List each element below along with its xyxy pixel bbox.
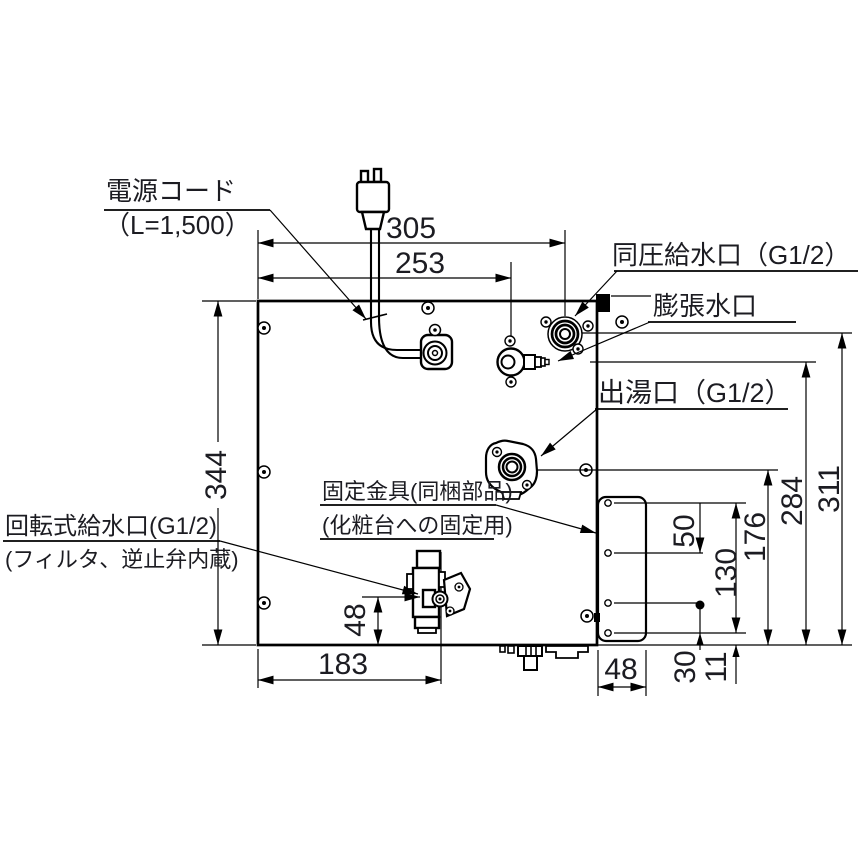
hot-water-outlet-port: [484, 439, 539, 500]
power-cord: [362, 229, 421, 360]
fixing-bracket-text: 固定金具(同梱部品): [322, 479, 513, 504]
dimension-bottom-left: 183 48: [257, 592, 441, 688]
leader-line: [540, 408, 598, 457]
dimension-bracket-holes: 50 130 30 11: [614, 502, 746, 684]
dim-183: 183: [318, 648, 368, 681]
label-hot-water-outlet: 出湯口（G1/2）: [540, 378, 792, 457]
bracket-hole: [604, 599, 612, 607]
screw-icon: [257, 321, 271, 335]
screw-icon: [421, 301, 435, 315]
screw-icon: [615, 315, 629, 329]
label-rotary-inlet: 回転式給水口(G1/2) (フィルタ、逆止弁内蔵): [3, 513, 419, 595]
fixing-bracket-sub-text: (化粧台への固定用): [322, 513, 513, 538]
label-fixing-bracket: 固定金具(同梱部品) (化粧台への固定用): [320, 479, 597, 540]
rotary-inlet-text: 回転式給水口(G1/2): [5, 513, 217, 540]
bracket-hole: [604, 499, 612, 507]
label-expansion-port: 膨張水口: [557, 291, 796, 362]
bracket-hole: [604, 629, 612, 637]
rotary-inlet-sub-text: (フィルタ、逆止弁内蔵): [5, 547, 239, 572]
power-cord-text: 電源コード: [106, 176, 236, 206]
edge-clip: [596, 294, 610, 312]
bracket-hole: [604, 549, 612, 557]
dimension-body-height: 344: [200, 300, 256, 646]
cord-clamp-tick: [362, 313, 388, 321]
dim-50: 50: [668, 514, 701, 547]
expansion-port: [496, 347, 550, 377]
dim-30: 30: [669, 650, 702, 683]
cord-entry-fitting: [419, 323, 454, 371]
dimension-right-heights: 311 284 176: [739, 333, 847, 645]
screw-icon: [454, 582, 464, 592]
screw-icon: [491, 446, 503, 458]
screw-icon: [428, 323, 442, 337]
drain-fittings: [499, 645, 589, 671]
dim-305: 305: [386, 212, 436, 245]
screw-icon: [580, 609, 594, 623]
fixing-bracket: [596, 495, 648, 643]
label-equal-pressure-inlet: 同圧給水口（G1/2）: [574, 240, 858, 317]
dim-344: 344: [200, 450, 233, 500]
dim-48-inlet-height: 48: [339, 603, 372, 636]
dim-311: 311: [813, 465, 846, 513]
leader-line: [269, 209, 367, 320]
right-reference-lines: [537, 332, 852, 646]
screw-icon: [257, 596, 271, 610]
edge-clip: [594, 613, 600, 622]
screw-icon: [521, 479, 533, 491]
dim-284: 284: [776, 476, 809, 526]
screw-icon: [504, 335, 516, 347]
dim-176: 176: [739, 512, 772, 562]
leader-line: [219, 540, 419, 595]
hot-water-outlet-text: 出湯口（G1/2）: [598, 378, 792, 408]
expansion-port-text: 膨張水口: [653, 291, 757, 321]
dimension-bracket-width: 48: [597, 650, 647, 696]
dim-48-bracket-width: 48: [604, 653, 637, 686]
screw-icon: [257, 465, 271, 479]
dimension-top-widths: 305 253: [257, 212, 566, 336]
rotary-inlet-valve: [406, 549, 472, 634]
mounting-tab: [545, 645, 589, 659]
screw-icon: [505, 376, 517, 388]
equal-pressure-inlet-text: 同圧給水口（G1/2）: [612, 240, 850, 270]
dim-130: 130: [710, 548, 743, 598]
leader-line: [495, 504, 597, 534]
reference-point-dot: [695, 600, 705, 610]
screw-icon: [540, 316, 552, 328]
power-plug: [355, 167, 391, 231]
label-power-cord: 電源コード （L=1,500）: [104, 176, 367, 320]
dim-253: 253: [395, 247, 445, 280]
dim-11: 11: [700, 651, 733, 682]
screw-icon: [445, 606, 455, 616]
screw-icon: [582, 320, 594, 332]
power-cord-length-text: （L=1,500）: [104, 210, 251, 240]
leader-line: [574, 270, 618, 317]
leader-line: [557, 321, 651, 362]
